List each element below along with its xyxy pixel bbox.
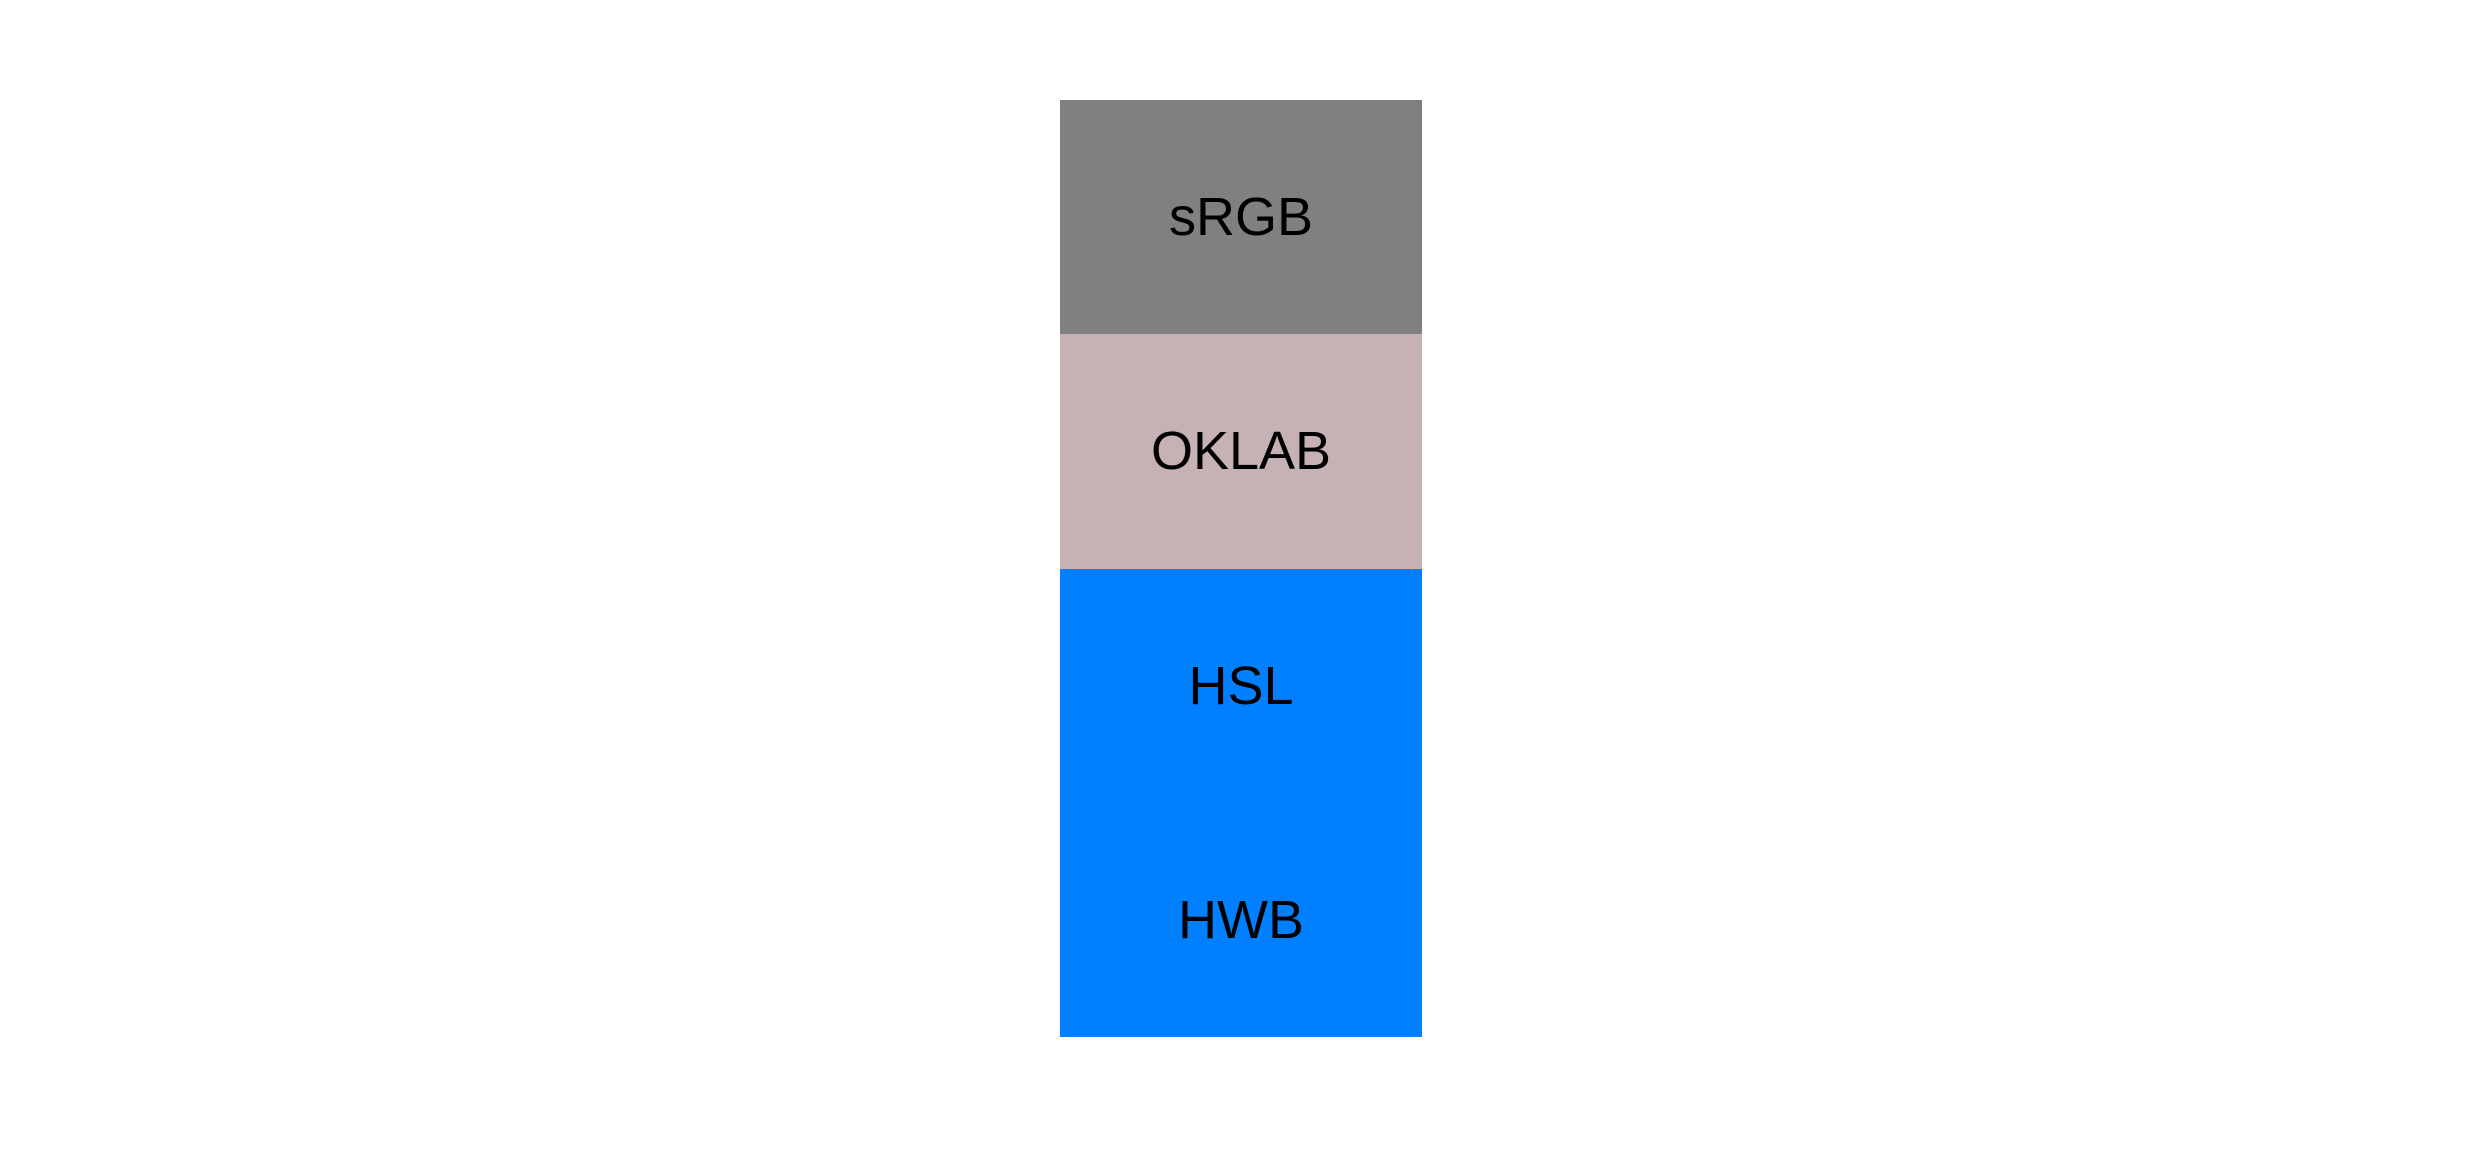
swatch-label-hsl: HSL [1188,655,1294,716]
swatch-label-hwb: HWB [1178,889,1304,950]
swatch-label-oklab: OKLAB [1150,421,1332,482]
swatch-hwb[interactable]: HWB [1060,802,1422,1037]
swatch-label-srgb: sRGB [1168,187,1314,248]
swatch-oklab[interactable]: OKLAB [1060,334,1422,569]
swatch-hsl[interactable]: HSL [1060,568,1422,803]
swatch-srgb[interactable]: sRGB [1060,100,1422,335]
color-space-swatch-stack: sRGB OKLAB HSL HWB [1060,100,1422,1037]
